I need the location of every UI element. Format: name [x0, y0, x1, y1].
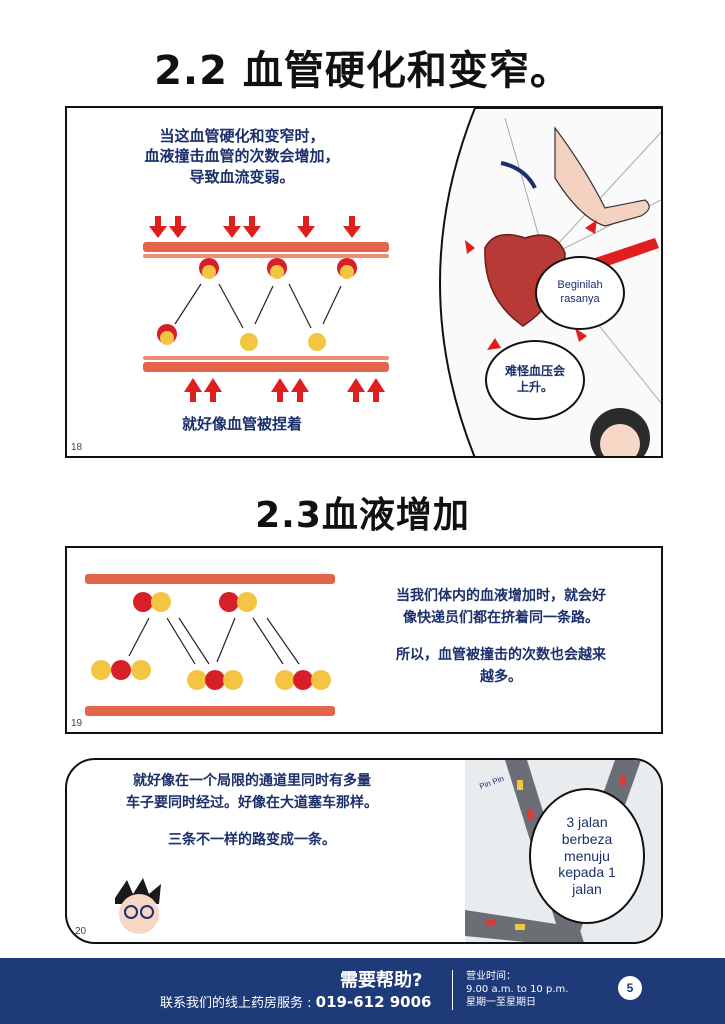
panel-text: 当我们体内的血液增加时，就会好 像快递员们都在挤着同一条路。 所以，血管被撞击的… [396, 588, 606, 686]
divider [452, 970, 453, 1010]
phone-number[interactable]: 019-612 9006 [315, 993, 432, 1011]
comic-panel-19: 19 当我们体内的血液增加时，就会好 像快递员们都在挤着同一条路。 所以，血管被… [65, 546, 663, 734]
panel-number: 18 [71, 442, 83, 453]
speech-bubble: Beginilah rasanya [535, 256, 625, 330]
vessel-wall-bottom [85, 706, 335, 716]
business-hours: 营业时间： 9.00 a.m. to 10 p.m. 星期一至星期日 [466, 971, 569, 1008]
help-heading: 需要帮助? [340, 970, 423, 991]
comic-panel-20: 20 就好像在一个局限的通道里同时有多量 车子要同时经过。好像在大道塞车那样。 … [65, 758, 663, 944]
page-number: 5 [618, 976, 642, 1000]
panel-number: 20 [75, 926, 87, 937]
section-title-2-2: 2.2 血管硬化和变窄。 [154, 48, 571, 94]
courier-figures [157, 258, 357, 351]
bubble-line: menuju [564, 847, 610, 864]
narrow-vessel-illustration [143, 216, 389, 402]
bubble-line: kepada 1 [558, 864, 616, 881]
panel-number: 19 [71, 718, 83, 729]
vessel-wall-top [143, 242, 389, 252]
comic-panel-18: 18 当这血管硬化和变窄时， 血液撞击血管的次数会增加， 导致血流变弱。 [65, 106, 663, 458]
bubble-line: berbeza [561, 830, 613, 847]
panel-text: 当这血管硬化和变窄时， 血液撞击血管的次数会增加， 导致血流变弱。 [144, 127, 340, 186]
motion-arrows [174, 283, 342, 329]
footer-bar: 需要帮助? 联系我们的线上药房服务 : 019-612 9006 营业时间： 9… [0, 958, 725, 1024]
courier-crowd [91, 592, 331, 690]
pressure-arrows-top [149, 216, 361, 238]
thought-bubble: 难怪血压会 上升。 [485, 340, 585, 420]
motion-arrows [128, 617, 300, 665]
crowded-vessel-illustration [85, 574, 335, 716]
pharmacy-service: 联系我们的线上药房服务 : 019-612 9006 [160, 993, 432, 1011]
vessel-wall-top [85, 574, 335, 584]
bubble-line: jalan [572, 881, 602, 898]
vessel-wall-bottom [143, 362, 389, 372]
character-avatar [115, 878, 161, 934]
pressure-arrows-bottom [184, 378, 385, 402]
hand-icon [554, 126, 650, 227]
section-title-2-3: 2.3血液增加 [255, 495, 470, 536]
panel-text: 就好像在一个局限的通道里同时有多量 车子要同时经过。好像在大道塞车那样。 三条不… [126, 773, 378, 848]
bubble-line: 3 jalan [566, 814, 608, 830]
panel-caption: 就好像血管被捏着 [181, 415, 302, 433]
